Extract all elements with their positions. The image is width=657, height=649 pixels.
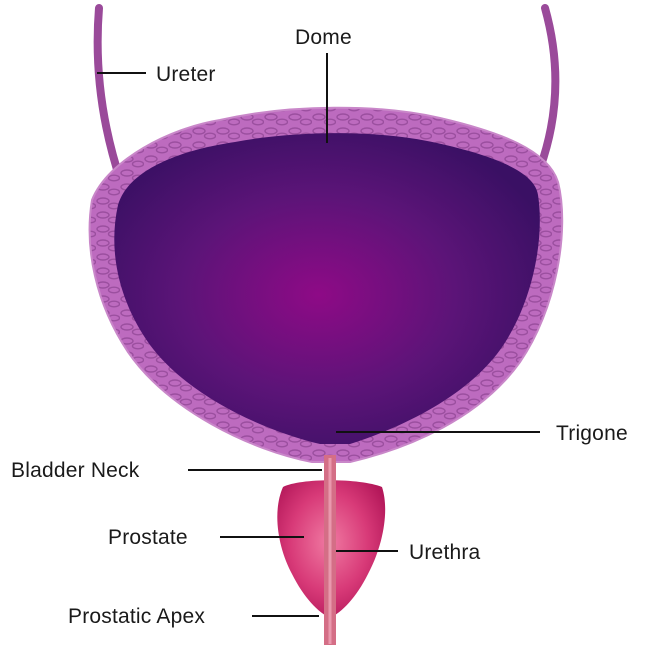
label-prostatic-apex: Prostatic Apex — [68, 605, 205, 628]
label-ureter: Ureter — [156, 63, 216, 86]
label-bladder-neck: Bladder Neck — [11, 459, 140, 482]
right-ureter — [540, 8, 555, 168]
label-urethra: Urethra — [409, 541, 481, 564]
label-prostate: Prostate — [108, 526, 188, 549]
label-dome: Dome — [295, 26, 352, 49]
left-ureter — [98, 8, 121, 182]
label-trigone: Trigone — [556, 422, 628, 445]
